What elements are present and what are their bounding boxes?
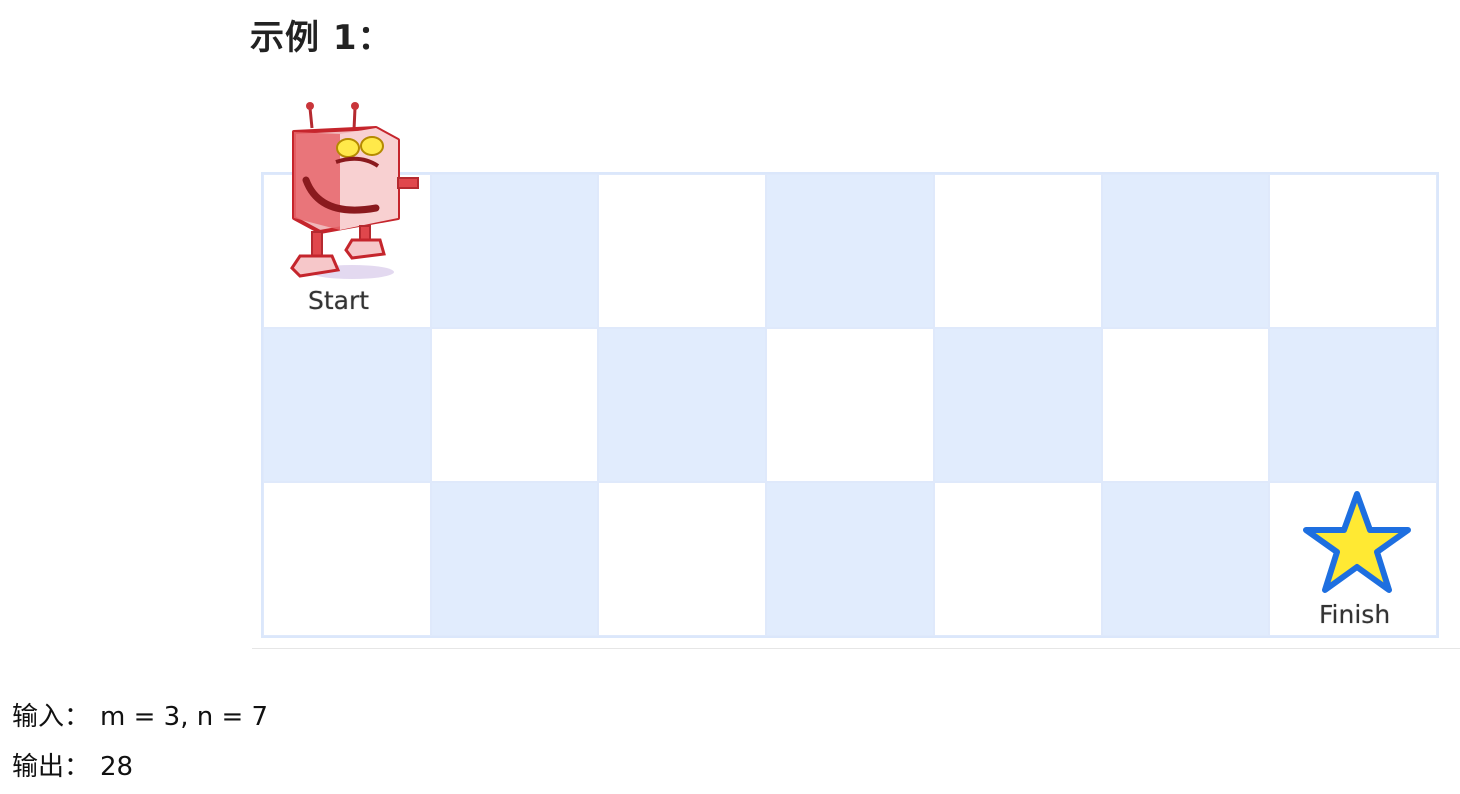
grid-cell	[598, 328, 767, 482]
grid-board	[261, 172, 1439, 638]
grid-cell	[933, 328, 1102, 482]
grid-cell	[933, 174, 1102, 328]
grid-cell	[1101, 482, 1270, 636]
input-value: m = 3, n = 7	[100, 702, 269, 732]
robot-icon	[290, 102, 419, 279]
robot-grid-figure: Start Finish	[252, 92, 1460, 649]
example-input-line: 输入： m = 3, n = 7	[12, 696, 268, 733]
grid-cell	[430, 174, 599, 328]
grid-cell	[766, 174, 934, 328]
grid-cell	[766, 482, 934, 636]
grid-cell	[1101, 328, 1270, 482]
grid-cell	[1269, 174, 1437, 328]
example-heading: 示例 1：	[250, 18, 393, 58]
grid-cell	[430, 328, 599, 482]
grid-cell	[430, 482, 599, 636]
finish-label: Finish	[1319, 600, 1391, 629]
grid-cell	[263, 482, 431, 636]
output-value: 28	[100, 752, 134, 782]
grid-cell	[598, 482, 767, 636]
grid-cell	[598, 174, 767, 328]
example-output-line: 输出： 28	[12, 746, 133, 783]
grid-cell	[263, 328, 431, 482]
grid-cell	[1269, 328, 1437, 482]
grid-cell	[1101, 174, 1270, 328]
grid-cell	[933, 482, 1102, 636]
output-label: 输出：	[12, 752, 91, 782]
star-icon	[1303, 491, 1411, 593]
start-label: Start	[308, 286, 370, 315]
input-label: 输入：	[12, 702, 91, 732]
grid-cell	[766, 328, 934, 482]
